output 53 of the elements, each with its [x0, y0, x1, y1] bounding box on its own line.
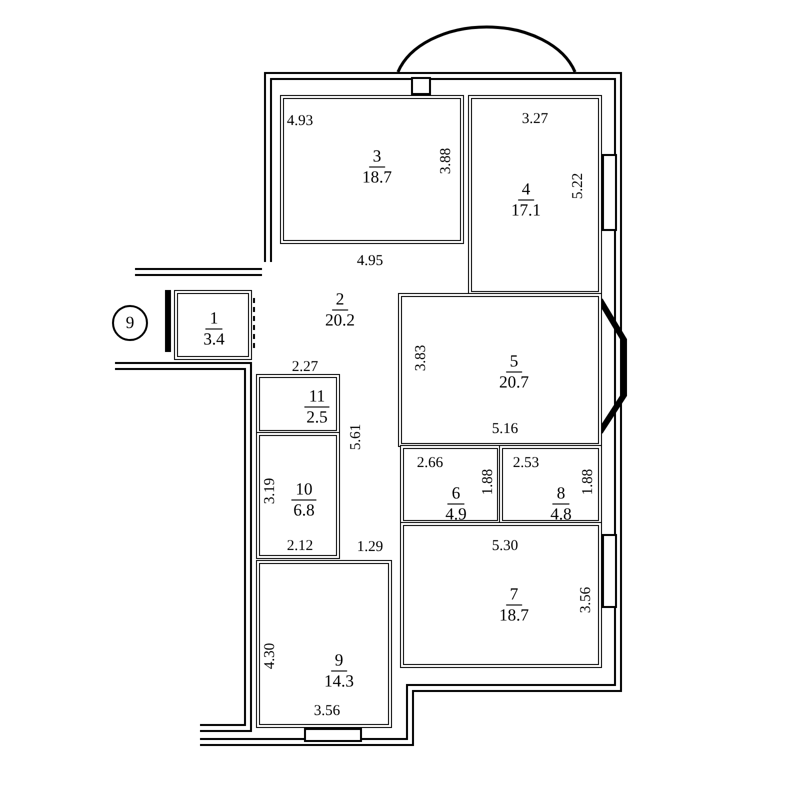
dimension-label: 1.88 — [480, 468, 496, 496]
dimension-label: 3.27 — [522, 111, 548, 127]
dimension-label: 4.30 — [262, 642, 278, 670]
room — [468, 95, 602, 295]
room-number: 11 — [304, 386, 330, 408]
dimension-label: 3.19 — [262, 478, 278, 504]
room-number: 4 — [518, 180, 534, 200]
room-area: 4.8 — [546, 504, 576, 524]
dimension-label: 3.56 — [578, 586, 594, 614]
room-area: 20.7 — [495, 372, 533, 392]
room-area: 2.5 — [302, 408, 332, 428]
dimension-label: 5.22 — [570, 172, 586, 200]
room — [398, 293, 602, 447]
dimension-label: 1.88 — [580, 468, 596, 496]
room-area: 17.1 — [507, 200, 545, 220]
room-number: 7 — [506, 584, 522, 606]
room-area: 18.7 — [495, 606, 533, 626]
room — [256, 374, 340, 434]
room — [400, 445, 501, 524]
dimension-label: 5.16 — [492, 421, 518, 437]
room-number: 5 — [506, 352, 522, 372]
room-area: 14.3 — [320, 672, 358, 692]
dimension-label: 3.88 — [438, 148, 454, 174]
dimension-label: 2.12 — [286, 538, 314, 554]
dimension-label: 5.61 — [348, 424, 364, 450]
room-area: 6.8 — [289, 500, 319, 520]
room-number: 1 — [206, 308, 222, 330]
dimension-label: 2.66 — [416, 455, 444, 471]
circled-number: 9 — [112, 305, 148, 341]
room-area: 3.4 — [199, 330, 229, 350]
room-number: 3 — [368, 146, 386, 168]
dimension-label: 1.29 — [356, 539, 384, 555]
room — [256, 432, 340, 559]
dimension-label: 4.95 — [356, 253, 384, 269]
dimension-label: 2.53 — [512, 455, 540, 471]
dimension-label: 2.27 — [292, 359, 318, 375]
room — [280, 95, 464, 244]
room-number: 6 — [448, 484, 464, 504]
room — [256, 560, 392, 728]
room-number: 8 — [552, 484, 570, 504]
room-number: 2 — [332, 290, 348, 310]
dimension-label: 4.93 — [286, 113, 314, 129]
room-number: 9 — [330, 650, 348, 672]
dimension-label: 3.56 — [314, 703, 340, 719]
room — [400, 522, 602, 668]
room-area: 20.2 — [321, 310, 359, 330]
room — [174, 290, 252, 360]
dimension-label: 5.30 — [492, 538, 518, 554]
room-area: 4.9 — [441, 504, 471, 524]
room-number: 10 — [292, 480, 316, 500]
dimension-label: 3.83 — [413, 344, 429, 372]
room — [499, 445, 602, 524]
room-area: 18.7 — [358, 168, 396, 188]
